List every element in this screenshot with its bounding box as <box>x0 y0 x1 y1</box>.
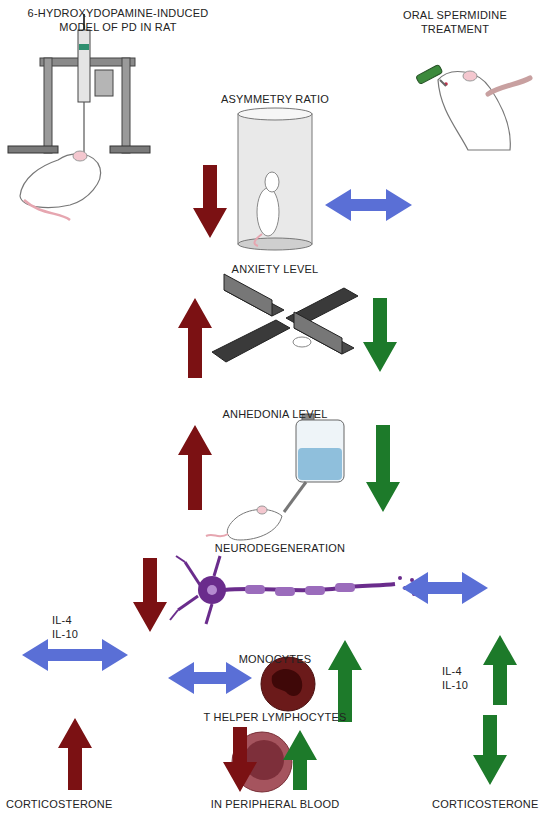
up-arrow <box>58 718 92 790</box>
test-label: ANXIETY LEVEL <box>190 262 360 276</box>
cylinder-base <box>238 238 312 250</box>
rat-ear <box>463 71 477 81</box>
dropper <box>416 64 443 84</box>
myelin <box>335 583 355 592</box>
dendrite <box>170 610 178 620</box>
cytokine-label: IL-4 <box>442 664 492 678</box>
up-arrow <box>178 298 212 378</box>
monocyte-cell <box>261 657 315 711</box>
hand <box>488 78 530 94</box>
location-label: IN PERIPHERAL BLOOD <box>170 797 380 811</box>
hormone-label: CORTICOSTERONE <box>432 797 550 811</box>
neuron-nucleus <box>207 585 217 595</box>
monocyte-nucleus <box>272 669 302 696</box>
down-arrow <box>133 558 167 632</box>
syringe-band <box>79 44 89 50</box>
myelin <box>275 587 295 596</box>
bottle <box>296 420 344 482</box>
down-arrow <box>223 727 257 792</box>
rat-tail <box>24 200 70 220</box>
treatment-title: ORAL SPERMIDINE TREATMENT <box>395 8 515 36</box>
up-arrow <box>283 730 317 790</box>
rat-tail <box>255 234 262 246</box>
rat-tail <box>206 534 228 536</box>
rat-head <box>265 172 279 192</box>
down-arrow <box>193 165 227 238</box>
cylinder <box>238 114 312 244</box>
down-arrow <box>473 715 507 785</box>
cell-label: MONOCYTES <box>210 652 340 666</box>
down-arrow <box>366 425 400 512</box>
down-arrow <box>363 298 397 372</box>
rat-body <box>257 188 279 236</box>
maze-wall <box>224 274 272 316</box>
dendrite <box>185 562 200 585</box>
myelin <box>245 585 265 594</box>
hormone-label: CORTICOSTERONE <box>6 797 130 811</box>
rat-body <box>20 154 101 208</box>
dropper-tip <box>440 80 446 86</box>
dendrite <box>206 604 212 624</box>
ear-bar <box>8 146 58 153</box>
model-title: 6-HYDROXYDOPAMINE-INDUCED MODEL OF PD IN… <box>22 6 214 34</box>
cell-label: T HELPER LYMPHOCYTES <box>170 710 380 724</box>
frame-post <box>44 58 52 153</box>
no-change-arrow <box>402 572 488 604</box>
frame-post <box>122 58 130 153</box>
cytokine-label: IL-10 <box>52 627 112 641</box>
axon-fragment <box>398 576 402 580</box>
rat-body <box>293 337 311 347</box>
no-change-arrow <box>22 639 128 671</box>
bottle-spout <box>284 482 306 512</box>
test-label: ASYMMETRY RATIO <box>190 92 360 106</box>
cylinder-top <box>238 108 312 120</box>
frame-clamp <box>95 70 113 96</box>
rat-body <box>438 72 510 150</box>
myelin <box>305 586 325 595</box>
up-arrow <box>483 635 517 705</box>
maze-open-arm <box>212 320 290 362</box>
no-change-arrow <box>325 189 412 221</box>
up-arrow <box>328 640 362 722</box>
rat-ear <box>73 151 87 161</box>
up-arrow <box>178 425 212 510</box>
syringe-barrel <box>78 30 90 102</box>
ear-bar <box>110 146 150 153</box>
measure-label: NEURODEGENERATION <box>180 541 380 555</box>
bottle-water <box>298 448 342 480</box>
syringe-needle <box>83 102 84 152</box>
dendrite <box>214 556 220 576</box>
cytokine-label: IL-10 <box>442 678 492 692</box>
neuron-soma <box>198 576 226 604</box>
rat-body <box>227 509 282 540</box>
cytokine-label: IL-4 <box>52 613 112 627</box>
dendrite <box>178 596 198 610</box>
rat-ear <box>257 506 267 514</box>
test-label: ANHEDONIA LEVEL <box>190 407 360 421</box>
maze-wall <box>294 312 342 354</box>
no-change-arrow <box>168 662 252 694</box>
dendrite <box>176 556 185 562</box>
